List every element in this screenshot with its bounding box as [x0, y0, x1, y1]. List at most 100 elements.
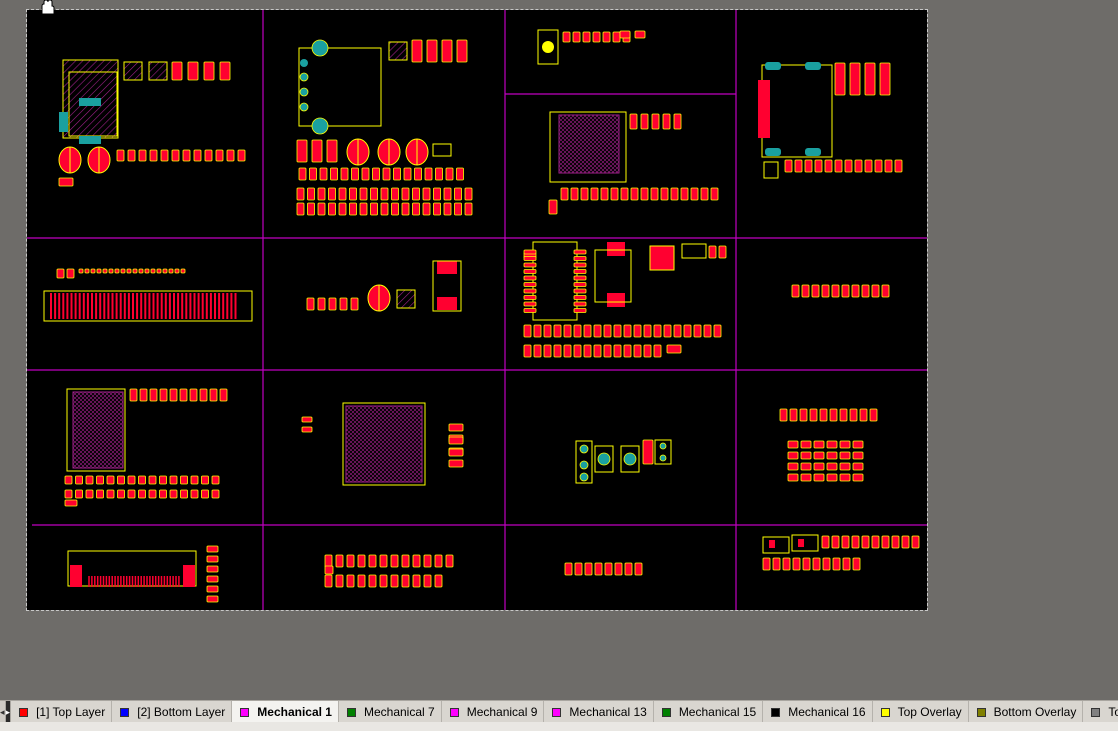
pad [391, 202, 399, 216]
layer-tab-label: Mechanical 9 [466, 705, 538, 719]
pad [412, 187, 420, 201]
pad [564, 562, 573, 576]
pad [433, 202, 441, 216]
pad [620, 187, 629, 201]
pad [368, 574, 377, 588]
pad [572, 31, 581, 43]
pad [573, 301, 587, 307]
mounting-hole [579, 472, 589, 482]
pad [64, 489, 73, 499]
layer-tab[interactable]: Mechanical 15 [654, 701, 764, 723]
pad [583, 324, 592, 338]
pad [787, 451, 799, 460]
pad [84, 268, 90, 274]
layer-tab[interactable]: Bottom Overlay [969, 701, 1084, 723]
pad [403, 167, 412, 181]
pad [117, 475, 125, 485]
pad [56, 268, 65, 279]
layer-tab[interactable]: [1] Top Layer [11, 701, 113, 723]
pad [799, 408, 808, 422]
pad [573, 269, 587, 274]
pad [443, 187, 452, 201]
pad [523, 262, 537, 268]
pad [680, 187, 689, 201]
pad [769, 540, 775, 548]
pad [401, 574, 410, 588]
pad [434, 574, 443, 588]
pad [380, 187, 389, 201]
pad [171, 149, 180, 162]
pcb-board[interactable] [26, 9, 928, 611]
pad [603, 324, 612, 338]
pad [138, 149, 147, 162]
pad [319, 167, 328, 181]
layer-tab[interactable]: Mechanical 7 [339, 701, 442, 723]
pad [307, 202, 315, 216]
pad [801, 284, 810, 298]
pad [651, 113, 660, 130]
ic-package [72, 391, 124, 469]
pad [412, 574, 421, 588]
pad [138, 268, 144, 274]
layer-tab[interactable]: Top Overlay [873, 701, 969, 723]
pad [891, 535, 900, 549]
pad [326, 139, 338, 163]
pad [160, 149, 169, 162]
pcb-workspace[interactable] [0, 0, 1118, 700]
connector-pads [758, 80, 770, 138]
pad [852, 440, 864, 449]
pad [174, 268, 180, 274]
layer-color-swatch-icon [240, 707, 250, 717]
pad [349, 187, 357, 201]
layer-tab[interactable]: Mechanical 16 [763, 701, 873, 723]
pad [666, 344, 682, 354]
pad [317, 187, 326, 201]
pcb-canvas[interactable] [27, 10, 927, 610]
pad [852, 473, 864, 482]
layer-tab[interactable]: Mechanical 1 [232, 701, 339, 723]
scroll-left-button[interactable]: ◂ [0, 701, 6, 723]
layer-tab[interactable]: [2] Bottom Layer [112, 701, 233, 723]
pad [826, 440, 838, 449]
pad [798, 539, 804, 547]
pad [448, 423, 464, 432]
pad [594, 562, 603, 576]
mounting-hole [300, 59, 308, 67]
pad [127, 489, 136, 499]
silkscreen-outline [549, 111, 627, 183]
pad [683, 324, 692, 338]
pad [829, 408, 838, 422]
pad [623, 324, 632, 338]
pad [338, 187, 347, 201]
pad [391, 187, 399, 201]
pad [822, 557, 831, 571]
mounting-hole [659, 442, 667, 450]
pad [206, 595, 219, 603]
pad [298, 167, 307, 181]
pad [811, 284, 820, 298]
ic-package [649, 245, 675, 271]
layer-tab[interactable]: Top Paste [1083, 701, 1118, 723]
silkscreen-outline [681, 243, 707, 259]
layer-tab[interactable]: Mechanical 9 [442, 701, 545, 723]
layer-tab[interactable]: Mechanical 13 [544, 701, 654, 723]
scroll-right-button[interactable]: ▸ [5, 701, 12, 723]
pad [812, 557, 821, 571]
pad [834, 159, 843, 173]
pad [653, 344, 662, 358]
pad [324, 574, 333, 588]
pad [339, 297, 348, 311]
pad [800, 451, 812, 460]
pad [570, 187, 579, 201]
arrow-right-icon: ▸ [5, 706, 11, 717]
pad [189, 388, 198, 402]
pad [800, 473, 812, 482]
pad [346, 574, 355, 588]
pad [148, 475, 157, 485]
pad [861, 535, 870, 549]
pad [317, 297, 326, 311]
pad [573, 324, 582, 338]
pad [309, 167, 317, 181]
pad [821, 535, 830, 549]
